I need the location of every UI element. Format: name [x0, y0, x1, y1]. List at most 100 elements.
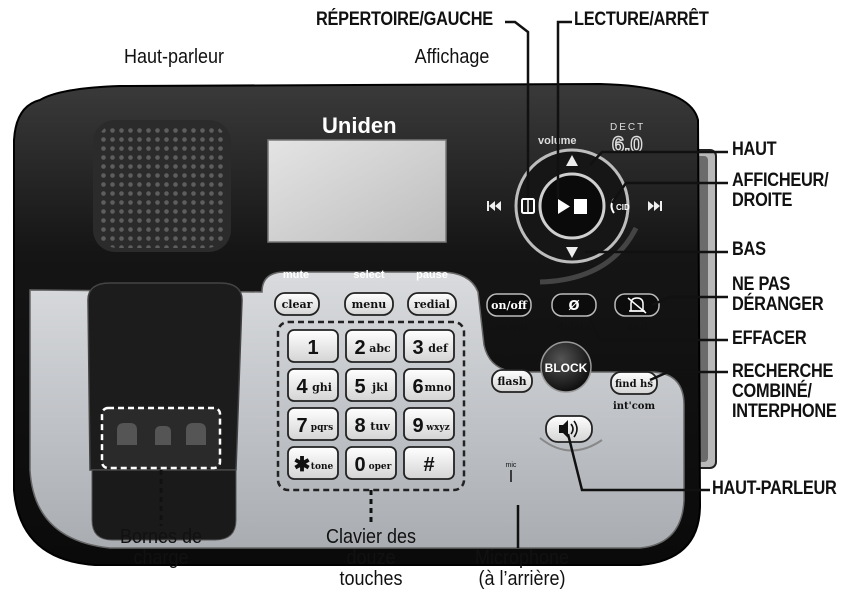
flash-button[interactable]: flash [491, 369, 533, 393]
label-up: HAUT [732, 139, 777, 160]
label-charging: Bornes de charge [103, 527, 220, 569]
find-handset-button[interactable]: find hs [610, 371, 658, 395]
keypad-key-number: 0 [354, 454, 365, 476]
label-play-stop: LECTURE/ARRÊT [574, 9, 709, 30]
keypad-key[interactable]: 1 [287, 329, 339, 363]
label-display: Affichage [414, 46, 490, 68]
svg-text:Ø: Ø [568, 299, 579, 314]
dnd-button[interactable] [614, 293, 660, 317]
phonebook-icon[interactable] [521, 198, 535, 214]
label-caller-id-line2: DROITE [732, 189, 793, 211]
skip-back-icon[interactable] [487, 201, 501, 211]
brand-logo: Uniden [322, 113, 397, 138]
svg-text:menu: menu [352, 298, 387, 311]
keypad-key-letters: jkl [371, 381, 388, 394]
label-find-handset: RECHERCHE COMBINÉ/ INTERPHONE [732, 362, 837, 422]
dect-badge: DECT [610, 122, 645, 133]
pause-label: pause [416, 269, 448, 281]
svg-text:on/off: on/off [491, 299, 528, 312]
svg-text:CID: CID [616, 203, 630, 212]
label-find-line1: RECHERCHE [732, 361, 834, 382]
label-keypad-line3: touches [339, 568, 403, 590]
svg-text:clear: clear [282, 298, 313, 311]
label-speaker-grille: Haut-parleur [123, 46, 225, 68]
delete-button[interactable]: Ø [551, 293, 597, 317]
keypad-key-letters: tone [311, 462, 334, 472]
delete-label: delete [557, 322, 592, 333]
keypad-key[interactable]: # [403, 446, 455, 480]
label-charging-line1: Bornes de [119, 526, 203, 548]
keypad-key-letters: abc [369, 342, 391, 355]
menu-button[interactable]: menu [344, 292, 394, 316]
label-find-line2: COMBINÉ/ [732, 380, 812, 402]
label-dnd-line2: DÉRANGER [732, 293, 824, 315]
label-mic-line1: Microphone [474, 547, 570, 569]
svg-text:flash: flash [497, 375, 526, 388]
keypad-key-letters: ghi [312, 381, 332, 394]
on-off-button[interactable]: on/off [486, 293, 532, 317]
keypad-key[interactable]: ✱tone [287, 446, 339, 480]
label-dnd: NE PAS DÉRANGER [732, 275, 824, 315]
lcd-display [267, 139, 447, 243]
keypad-key-letters: pqrs [311, 423, 333, 433]
keypad-key-number: # [423, 454, 434, 476]
volume-up-icon[interactable] [566, 155, 578, 166]
label-microphone: Microphone (à l’arrière) [459, 548, 585, 590]
label-down: BAS [732, 239, 766, 260]
redial-button[interactable]: redial [407, 292, 457, 316]
play-icon[interactable] [558, 199, 570, 214]
keypad-key-number: 8 [354, 415, 365, 437]
skip-forward-icon[interactable] [648, 201, 662, 211]
keypad-key-number: 6 [412, 376, 423, 398]
svg-text:redial: redial [414, 298, 450, 311]
svg-text:find hs: find hs [615, 379, 653, 390]
keypad-key[interactable]: 0 oper [345, 446, 397, 480]
keypad-key-letters: oper [369, 462, 392, 472]
mute-label: mute [283, 269, 309, 281]
bell-off-icon [627, 297, 647, 314]
select-label: select [353, 269, 385, 281]
label-caller-id-right: AFFICHEUR/ DROITE [732, 170, 829, 211]
label-speakerphone: HAUT-PARLEUR [712, 478, 837, 499]
dashed-leaders [159, 470, 373, 526]
keypad-key-number: 3 [412, 337, 423, 359]
keypad-outline [276, 320, 466, 492]
mic-marker: mic [506, 462, 517, 482]
clear-button[interactable]: clear [274, 292, 320, 316]
label-mic-line2: (à l’arrière) [478, 568, 566, 590]
keypad-key-letters: tuv [370, 420, 390, 433]
keypad-key[interactable]: 4 ghi [287, 368, 339, 402]
label-find-line3: INTERPHONE [732, 400, 837, 422]
label-caller-id-line1: AFFICHEUR/ [732, 170, 829, 191]
keypad-key-number: ✱ [294, 454, 311, 476]
answer-label: answer [489, 322, 529, 333]
keypad-key[interactable]: 8 tuv [345, 407, 397, 441]
keypad-key-number: 9 [412, 415, 423, 437]
svg-text:mic: mic [506, 462, 517, 469]
keypad-key[interactable]: 5 jkl [345, 368, 397, 402]
keypad-key[interactable]: 2 abc [345, 329, 397, 363]
label-keypad-line2: douze [346, 547, 396, 569]
dect-version: 6.0 [612, 132, 643, 157]
leader-lines [505, 20, 728, 548]
keypad-key-letters: mno [425, 381, 452, 394]
stop-icon[interactable] [574, 199, 587, 214]
label-keypad: Clavier des douze touches [313, 527, 430, 590]
label-delete: EFFACER [732, 328, 807, 349]
volume-down-icon[interactable] [566, 247, 578, 258]
intercom-label: int'com [613, 401, 656, 412]
keypad-key-number: 1 [307, 337, 318, 359]
label-keypad-line1: Clavier des [325, 526, 417, 548]
keypad-key-number: 2 [354, 337, 365, 359]
label-directory-left: RÉPERTOIRE/GAUCHE [316, 9, 493, 30]
keypad-key-number: 4 [296, 376, 308, 398]
keypad-key-letters: wxyz [425, 423, 449, 433]
block-button[interactable]: BLOCK [540, 341, 592, 393]
keypad-key-number: 5 [354, 376, 365, 398]
